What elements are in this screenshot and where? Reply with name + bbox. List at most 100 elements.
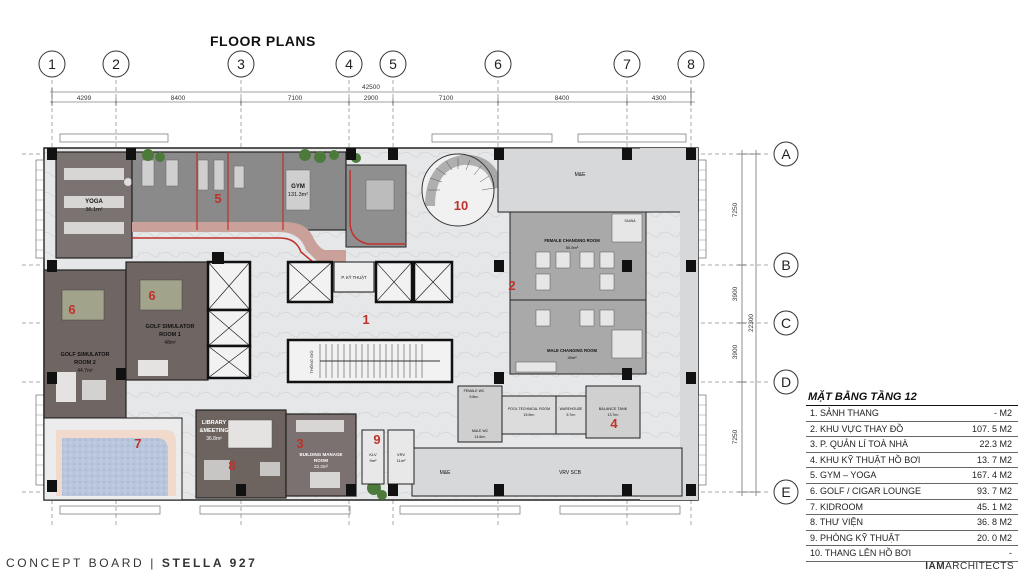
library-label-2: &MEETING: [199, 428, 228, 434]
brand-architects: ARCHITECTS: [945, 561, 1014, 572]
legend-name: 7. KIDROOM: [810, 501, 864, 512]
gym-room: [131, 151, 407, 263]
total-dimension: 42500: [362, 84, 380, 91]
top-dimensions: 42500 4299 8400 7100 2900 7100 8400 4300: [50, 84, 695, 106]
column-label: 2: [112, 56, 120, 72]
legend-row: 8. THƯ VIỆN 36. 8 M2: [806, 515, 1018, 531]
dimension-label: 3900: [732, 344, 739, 359]
column-marker: 6: [484, 50, 512, 78]
gym-area: 131.3m²: [288, 192, 308, 198]
column-marker: 5: [379, 50, 407, 78]
me-area-top: [497, 147, 699, 500]
pool-technical-area: [457, 385, 641, 443]
legend-value: 107. 5 M2: [971, 423, 1012, 434]
row-label: A: [781, 146, 791, 162]
sauna-label: SAUNA: [625, 219, 637, 223]
legend-value: 36. 8 M2: [976, 517, 1012, 528]
total-dimension: 22300: [748, 314, 755, 332]
building-label: BUILDING MANAGE: [300, 452, 343, 457]
row-marker: A: [773, 141, 799, 167]
balance-area: 13.7m²: [608, 413, 620, 417]
column-marker: 4: [335, 50, 363, 78]
dimension-label: 7250: [732, 429, 739, 444]
row-label: D: [781, 374, 791, 390]
row-label: C: [781, 315, 791, 331]
dimension-label: 7100: [439, 95, 454, 102]
klv-label: KLV: [369, 452, 377, 457]
column-markers: 1 2 3 4 5 6 7 8: [38, 50, 705, 78]
zone-number-9: 9: [373, 432, 380, 447]
column-marker: 7: [613, 50, 641, 78]
female-area: 50.5m²: [566, 245, 579, 250]
column-marker: 2: [102, 50, 130, 78]
footer-brand: IAMARCHITECTS: [925, 561, 1014, 572]
row-marker: B: [773, 252, 799, 278]
legend-value: 93. 7 M2: [976, 485, 1012, 496]
zone-number-6b: 6: [68, 302, 75, 317]
column-label: 6: [494, 56, 502, 72]
female-wc-label: FEMALE WC: [464, 389, 485, 393]
building-area: 22.3m²: [314, 464, 329, 469]
stair: [319, 344, 440, 378]
warehouse-label: WAREHOUSE: [560, 407, 583, 411]
column-label: 8: [687, 56, 695, 72]
me-bottom-label: M&E: [440, 470, 452, 476]
legend-name: 4. KHU KỸ THUẬT HỒ BƠI: [810, 454, 921, 465]
legend-value: 13. 7 M2: [976, 454, 1012, 465]
dimension-label: 4300: [652, 95, 667, 102]
legend-name: 1. SẢNH THANG: [810, 408, 879, 418]
female-wc-area: 5.8m²: [470, 395, 480, 399]
male-wc-area: 14.6m²: [475, 435, 487, 439]
zone-number-7: 7: [134, 436, 141, 451]
footer-concept-board: CONCEPT BOARD | STELLA 927: [6, 556, 257, 570]
column-label: 4: [345, 56, 353, 72]
yoga-area: 36.1m²: [85, 207, 102, 213]
dimension-label: 7250: [732, 202, 739, 217]
dimension-label: 8400: [171, 95, 186, 102]
brand-iam: IAM: [925, 561, 946, 572]
structural-columns: [47, 148, 696, 496]
right-dimensions: 7250 3900 3900 7250 22300: [732, 150, 760, 496]
building-manage-room: [285, 413, 357, 497]
legend-row: 4. KHU KỸ THUẬT HỒ BƠI 13. 7 M2: [806, 453, 1018, 469]
zone-number-2: 2: [508, 278, 515, 293]
zone-number-8: 8: [228, 458, 235, 473]
building-label-2: ROOM: [314, 458, 328, 463]
zone-number-10: 10: [454, 198, 468, 213]
legend-name: 9. PHÒNG KỸ THUẬT: [810, 532, 900, 543]
column-marker: 1: [38, 50, 66, 78]
warehouse-area: 5.7m²: [567, 413, 577, 417]
zone-number-1: 1: [362, 312, 369, 327]
dimension-label: 8400: [555, 95, 570, 102]
legend-value: - M2: [994, 408, 1012, 418]
legend-row: 10. THANG LÊN HỒ BƠI-: [806, 546, 1018, 562]
row-markers: A B C D E: [773, 141, 799, 505]
zone-number-6: 6: [148, 288, 155, 303]
legend-name: 8. THƯ VIỆN: [810, 517, 864, 528]
row-marker: E: [773, 479, 799, 505]
row-label: E: [781, 484, 790, 500]
golf2-label: GOLF SIMULATOR: [61, 352, 110, 358]
library-area: 36.8m²: [206, 436, 222, 442]
klv-area: 9m²: [370, 458, 378, 463]
vrv-area: 11m²: [397, 458, 406, 463]
legend-value: 167. 4 M2: [971, 470, 1012, 481]
zone-number-3: 3: [296, 436, 303, 451]
legend-name: 10. THANG LÊN HỒ BƠI: [810, 548, 912, 559]
golf-simulator-room-2: [43, 269, 127, 419]
legend-row: 1. SẢNH THANG - M2: [806, 406, 1018, 422]
pool-tech-area: 15.9m²: [524, 413, 536, 417]
kt-label: P. KỸ THUẬT: [341, 275, 367, 280]
legend-title: MẶT BẰNG TẦNG 12: [806, 391, 1018, 406]
row-marker: C: [773, 310, 799, 336]
library-room: [195, 409, 287, 499]
dimension-label: 3900: [732, 286, 739, 301]
zone-number-5: 5: [214, 191, 221, 206]
dimension-label: 4299: [77, 95, 92, 102]
golf-simulator-room-1: [125, 261, 209, 381]
column-label: 7: [623, 56, 631, 72]
